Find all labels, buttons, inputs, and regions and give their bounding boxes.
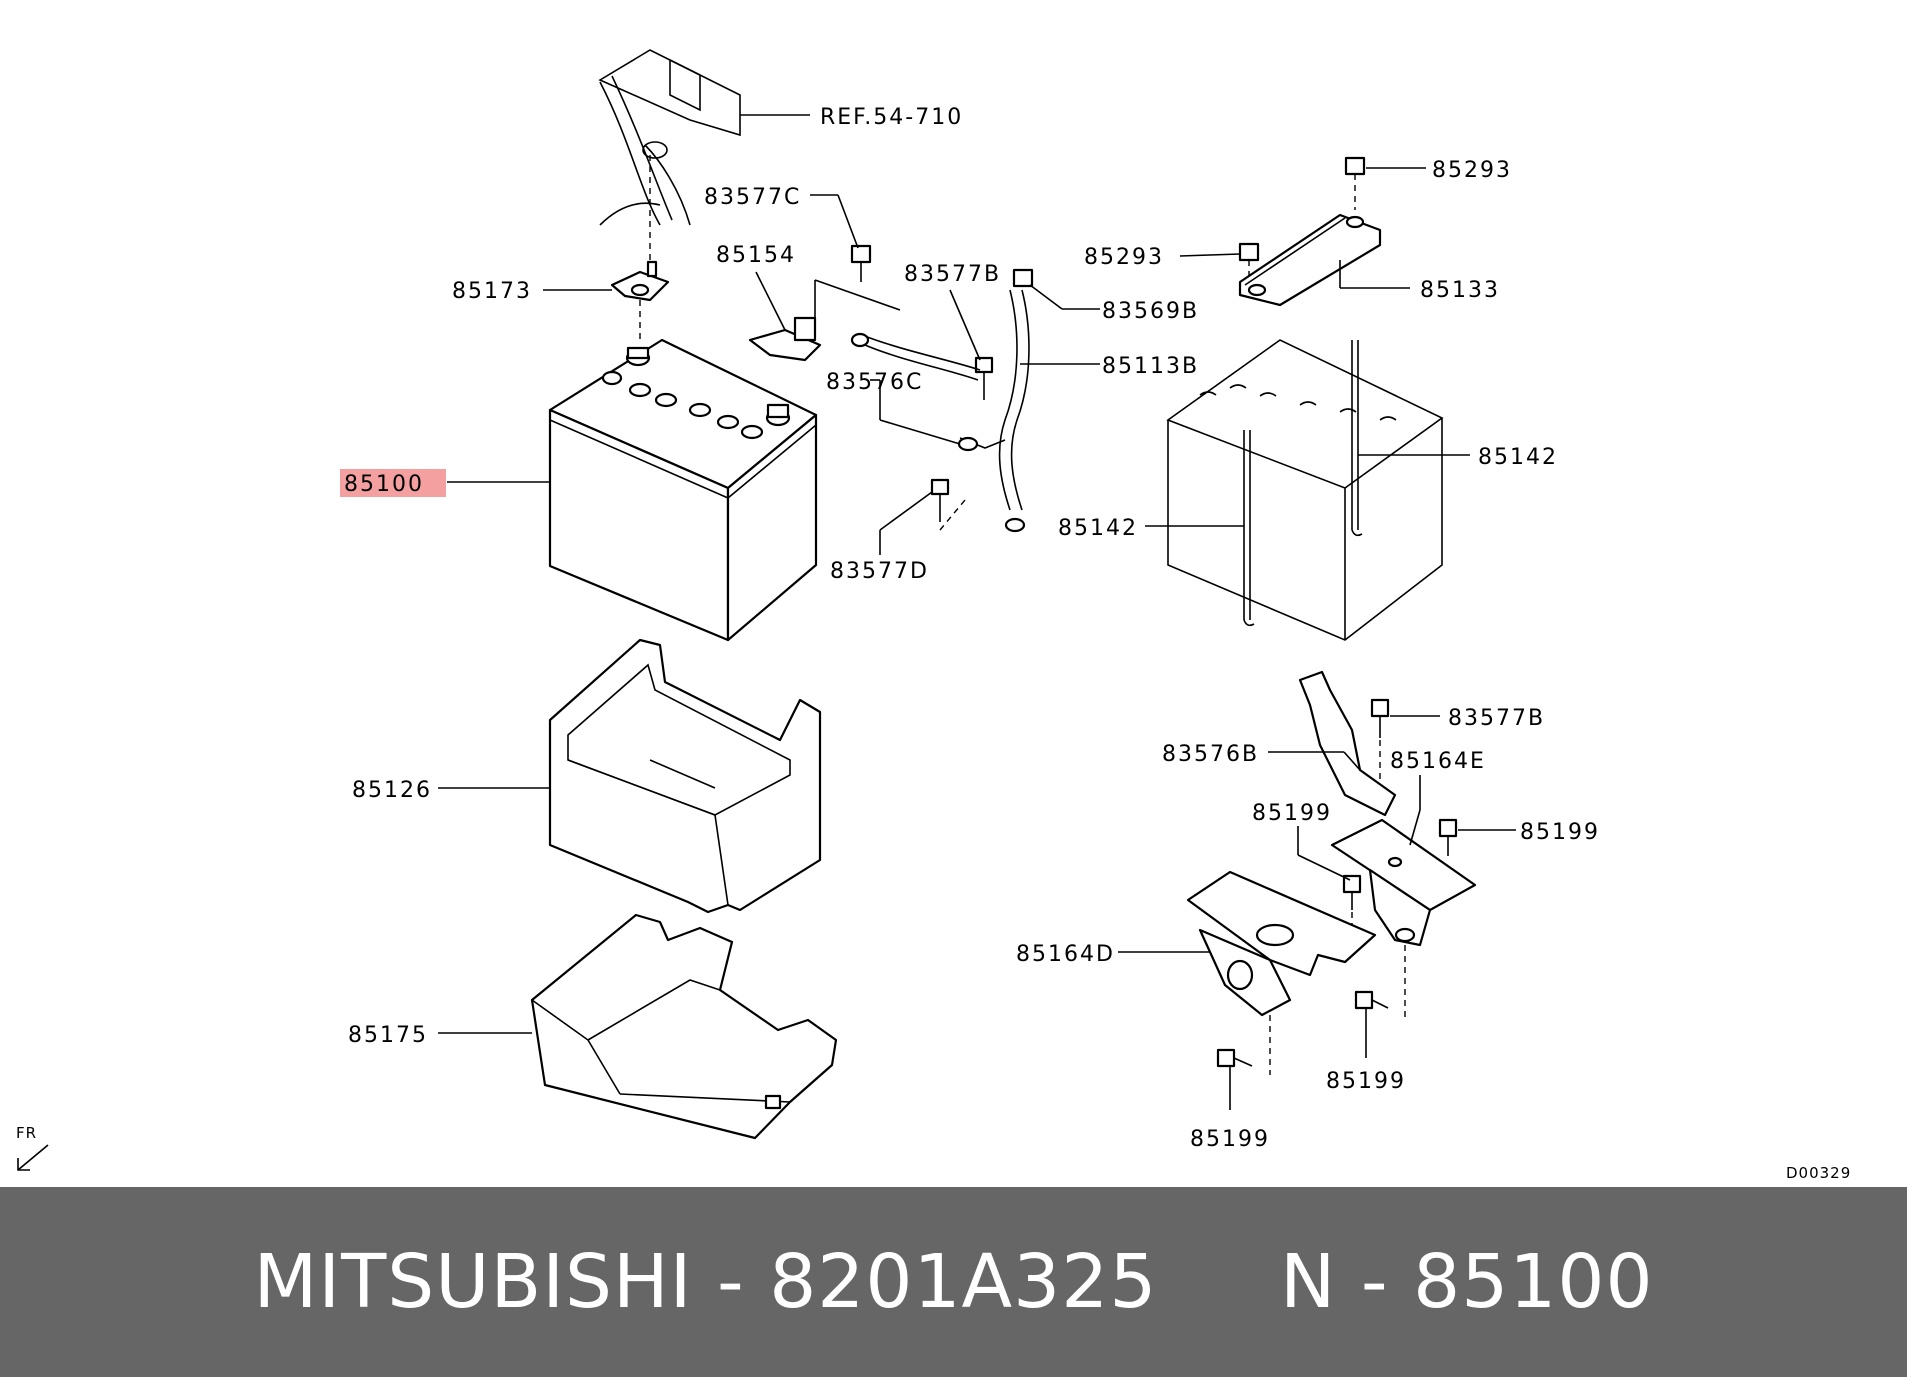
label-85154[interactable]: 85154 bbox=[716, 243, 796, 268]
drawing-code: D00329 bbox=[1786, 1164, 1851, 1182]
label-85293-left[interactable]: 85293 bbox=[1084, 245, 1164, 270]
bolt-85199-a[interactable] bbox=[1438, 818, 1458, 856]
bolt-83577b-top[interactable] bbox=[974, 356, 994, 400]
bolt-85199-d[interactable] bbox=[1354, 945, 1406, 1020]
leader-lines bbox=[438, 114, 1516, 1110]
label-85142-right[interactable]: 85142 bbox=[1478, 445, 1558, 470]
label-83576b[interactable]: 83576B bbox=[1162, 742, 1259, 767]
label-85164d[interactable]: 85164D bbox=[1016, 942, 1115, 967]
fr-label: FR bbox=[16, 1124, 37, 1142]
bracket-85164e[interactable] bbox=[1330, 818, 1477, 947]
nut-85293-left[interactable] bbox=[1238, 242, 1260, 282]
label-83577b-top[interactable]: 83577B bbox=[904, 262, 1001, 287]
label-85113b[interactable]: 85113B bbox=[1102, 354, 1199, 379]
hold-down-bracket-85133[interactable] bbox=[1238, 213, 1382, 307]
bolt-83577c[interactable] bbox=[850, 244, 872, 282]
label-83569b[interactable]: 83569B bbox=[1102, 299, 1199, 324]
label-83577d[interactable]: 83577D bbox=[830, 559, 929, 584]
label-85164e[interactable]: 85164E bbox=[1390, 749, 1486, 774]
bolt-85199-c[interactable] bbox=[1216, 1015, 1271, 1075]
clamp-85154[interactable] bbox=[748, 279, 901, 362]
terminal-clamp-85173[interactable] bbox=[610, 260, 670, 340]
label-85126[interactable]: 85126 bbox=[352, 778, 432, 803]
label-85199-c[interactable]: 85199 bbox=[1326, 1069, 1406, 1094]
hold-down-rod-85142-left[interactable] bbox=[1243, 430, 1255, 627]
ground-cable-85113b[interactable] bbox=[850, 289, 1030, 533]
label-83577b-bottom[interactable]: 83577B bbox=[1448, 706, 1545, 731]
label-85173[interactable]: 85173 bbox=[452, 279, 532, 304]
front-direction-arrow: FR bbox=[16, 1124, 49, 1171]
label-ref-54-710[interactable]: REF.54-710 bbox=[820, 105, 963, 130]
label-85293-top[interactable]: 85293 bbox=[1432, 158, 1512, 183]
battery-tray-85175[interactable] bbox=[530, 913, 838, 1140]
bolt-83577d[interactable] bbox=[930, 478, 950, 522]
label-83577c[interactable]: 83577C bbox=[704, 185, 801, 210]
nut-83569b[interactable] bbox=[1012, 268, 1034, 288]
label-83576c[interactable]: 83576C bbox=[826, 370, 923, 395]
battery-outline-with-rods bbox=[1166, 339, 1444, 641]
label-85100[interactable]: 85100 bbox=[344, 472, 424, 497]
label-85142-left[interactable]: 85142 bbox=[1058, 516, 1138, 541]
cable-assembly-ref bbox=[598, 49, 741, 260]
parts-diagram: REF.54-710 85173 83577C 85154 83577B 835… bbox=[16, 49, 1851, 1182]
label-85199-a[interactable]: 85199 bbox=[1252, 801, 1332, 826]
nut-85293-top[interactable] bbox=[1344, 156, 1366, 210]
label-85199-d[interactable]: 85199 bbox=[1190, 1127, 1270, 1152]
bracket-83576b[interactable] bbox=[1298, 670, 1397, 817]
highlight-85100 bbox=[340, 469, 446, 497]
battery-tray-85126[interactable] bbox=[548, 638, 822, 914]
footer-banner: MITSUBISHI - 8201A325 N - 85100 bbox=[0, 1187, 1907, 1377]
footer-part-number: MITSUBISHI - 8201A325 N - 85100 bbox=[253, 1239, 1654, 1325]
label-85133[interactable]: 85133 bbox=[1420, 278, 1500, 303]
bracket-85164d[interactable] bbox=[1186, 870, 1377, 1017]
hold-down-rod-85142-right[interactable] bbox=[1351, 340, 1363, 537]
label-85199-b[interactable]: 85199 bbox=[1520, 820, 1600, 845]
battery-85100[interactable] bbox=[548, 338, 818, 642]
label-85175[interactable]: 85175 bbox=[348, 1023, 428, 1048]
